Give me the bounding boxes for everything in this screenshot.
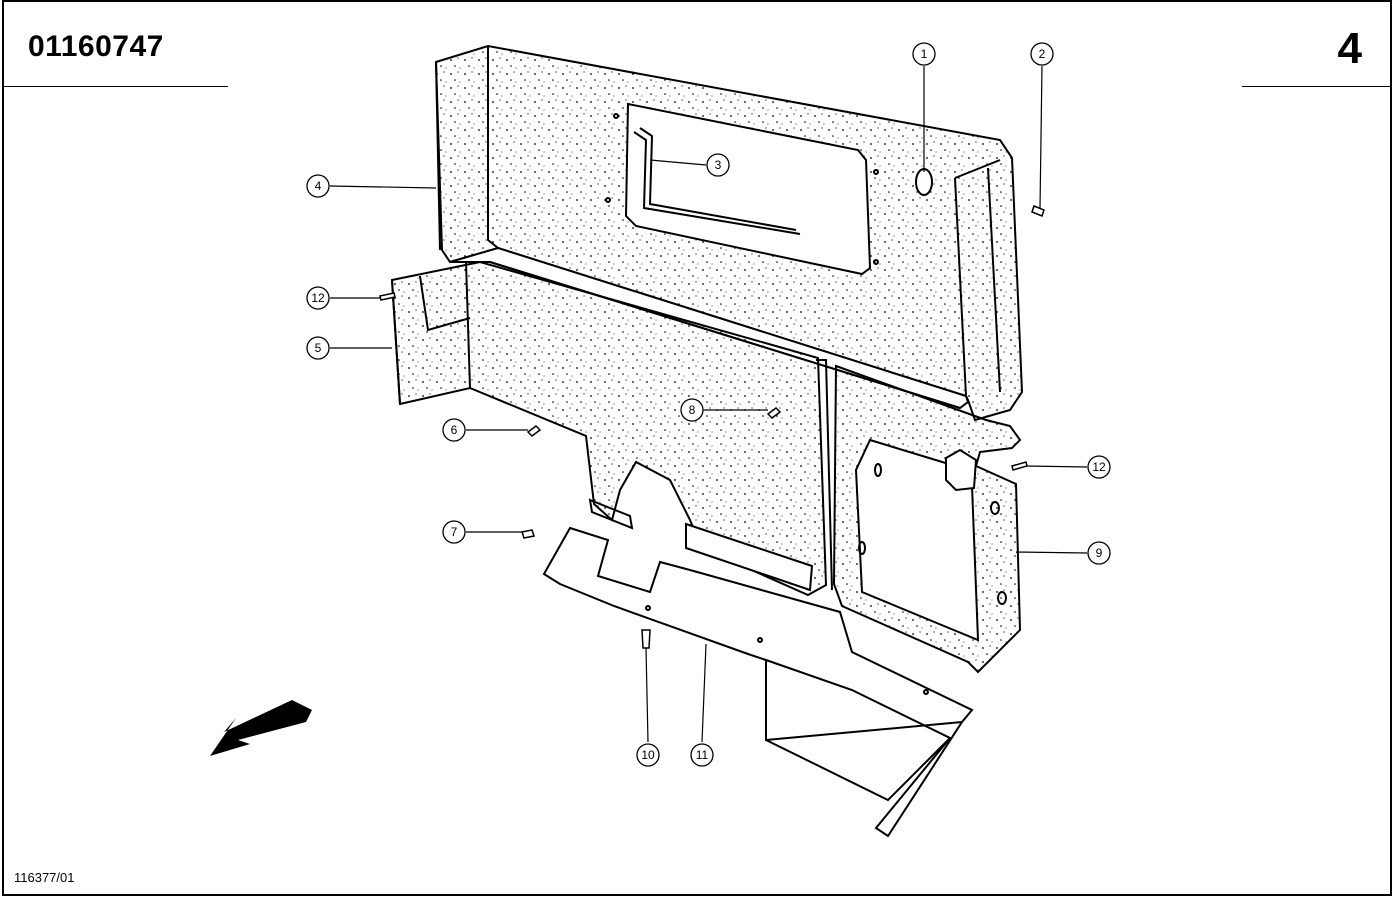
callout-8: 8 — [680, 398, 704, 422]
fasteners — [379, 205, 1045, 649]
page-number: 4 — [1337, 24, 1362, 73]
callout-12-left-label: 12 — [311, 291, 325, 305]
screw-6 — [526, 425, 542, 437]
callout-6: 6 — [442, 418, 466, 442]
callout-1-label: 1 — [921, 47, 928, 61]
drawing-reference: 116377/01 — [14, 870, 75, 885]
callout-2-label: 2 — [1039, 47, 1046, 61]
callout-12-right: 12 — [1087, 455, 1111, 479]
callout-10-label: 10 — [641, 748, 655, 762]
screw-12a — [379, 292, 396, 301]
callout-1: 1 — [912, 42, 936, 66]
bottom-trim-strip — [542, 526, 974, 838]
arrow-down-left-icon — [210, 700, 312, 756]
callout-5-label: 5 — [315, 341, 322, 355]
callout-8-label: 8 — [689, 403, 696, 417]
callout-7: 7 — [442, 520, 466, 544]
part-number: 01160747 — [28, 30, 164, 63]
callout-6-label: 6 — [451, 423, 458, 437]
clip-10 — [641, 629, 651, 649]
right-side-panel — [832, 364, 1022, 674]
clip-7 — [521, 529, 535, 539]
leader-lines — [329, 65, 1088, 743]
callout-4-label: 4 — [315, 179, 322, 193]
header-rule-left — [2, 86, 228, 87]
screw-2 — [1031, 205, 1045, 217]
callout-2: 2 — [1030, 42, 1054, 66]
screw-12b — [1011, 461, 1028, 471]
callout-9-label: 9 — [1096, 546, 1103, 560]
callout-3-label: 3 — [715, 158, 722, 172]
callout-7-label: 7 — [451, 525, 458, 539]
callout-5: 5 — [306, 336, 330, 360]
callout-3: 3 — [706, 153, 730, 177]
callout-12-left: 12 — [306, 286, 330, 310]
callout-11-label: 11 — [696, 748, 709, 762]
header-rule-right — [1242, 86, 1392, 87]
callout-4: 4 — [306, 174, 330, 198]
callout-10: 10 — [636, 743, 660, 767]
callout-9: 9 — [1087, 541, 1111, 565]
lower-left-panel — [390, 260, 833, 597]
screw-8 — [766, 407, 782, 419]
upper-back-panel — [434, 44, 1024, 422]
callout-11: 11 — [690, 743, 714, 767]
callout-12-right-label: 12 — [1092, 460, 1106, 474]
